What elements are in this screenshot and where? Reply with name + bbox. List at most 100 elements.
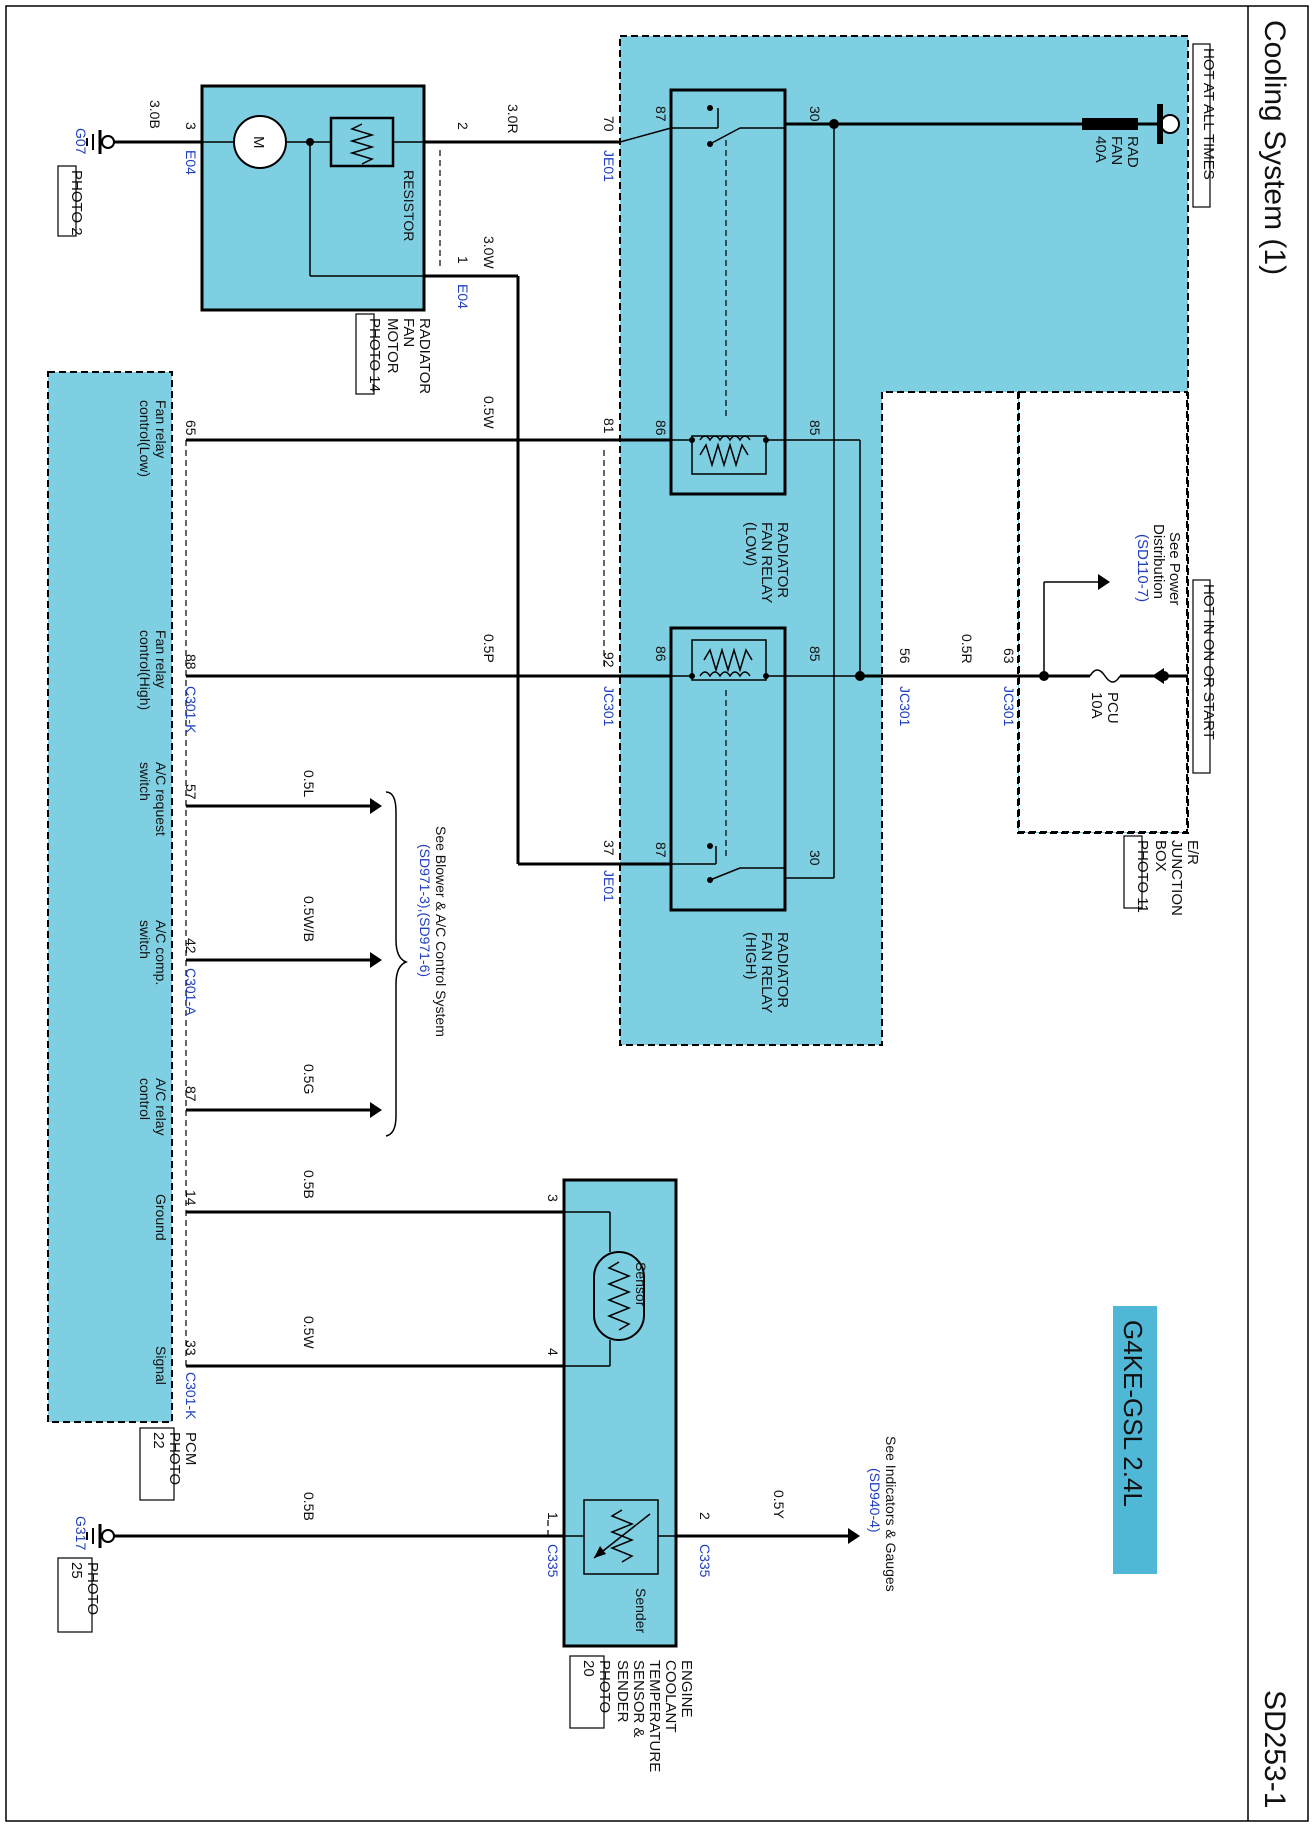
pcm-module <box>47 371 173 1423</box>
pcm-pin-14: 14 <box>183 1190 199 1206</box>
wire-05y: 0.5Y <box>771 1490 787 1519</box>
motor-symbol: M <box>250 136 267 149</box>
ground-g317-label: G317 <box>73 1516 89 1550</box>
hot-at-all-times-label: HOT AT ALL TIMES <box>1200 48 1217 180</box>
see-indicators: See Indicators & Gauges <box>883 1436 899 1592</box>
jbox-label-3: BOX <box>1152 840 1169 872</box>
motor-pin-1: 1 <box>455 256 471 264</box>
pcm-fan-high-2: control(High) <box>137 630 153 710</box>
relay-high-label-2: FAN RELAY <box>758 932 775 1013</box>
pin-jc-81: 81 <box>601 418 617 434</box>
connector-c301a: C301-A <box>183 968 199 1016</box>
pcm-pin-57: 57 <box>183 784 199 800</box>
ect-label-1: ENGINE <box>678 1660 695 1718</box>
see-power-1: See Power <box>1166 532 1183 605</box>
ground-g07-label: G07 <box>73 128 89 155</box>
page-title: Cooling System (1) <box>1258 20 1291 275</box>
connector-c335-1: C335 <box>545 1544 561 1578</box>
relay-low-pin-85: 85 <box>807 420 823 436</box>
relay-high-pin-86: 86 <box>653 646 669 662</box>
pcm-ac-req-2: switch <box>137 762 153 801</box>
relay-low-label-3: (LOW) <box>742 522 759 566</box>
relay-low-label-1: RADIATOR <box>774 522 791 598</box>
ect-pin-2: 2 <box>697 1512 713 1520</box>
ac-comp-arrow-icon <box>370 952 382 968</box>
pcm-ac-relay-2: control <box>137 1078 153 1120</box>
jbox-label-1: E/R <box>1184 840 1201 865</box>
ect-sensor-sender <box>562 1178 678 1648</box>
radiator-fan-relay-low <box>669 88 787 496</box>
relay-high-label-3: (HIGH) <box>742 932 759 980</box>
pcm-pin-87: 87 <box>183 1086 199 1102</box>
rad-fan-fuse-label-1: RAD <box>1124 136 1141 168</box>
wire-05r: 0.5R <box>959 634 975 664</box>
connector-je01-37: JE01 <box>601 870 617 902</box>
power-in-arrow-icon <box>1152 668 1164 684</box>
see-blower: See Blower & A/C Control System <box>433 826 449 1037</box>
pcm-ac-relay-1: A/C relay <box>153 1078 169 1136</box>
see-power-ref: (SD110-7) <box>1134 534 1151 602</box>
ect-pin-3: 3 <box>545 1194 561 1202</box>
page-code: SD253-1 <box>1258 1690 1291 1808</box>
wire-05b-b: 0.5B <box>301 1492 317 1521</box>
pcm-pin-42: 42 <box>183 938 199 954</box>
connector-e04-1: E04 <box>455 284 471 309</box>
wire-05g: 0.5G <box>301 1064 317 1094</box>
engine-badge <box>1113 1306 1157 1574</box>
rad-fan-fuse-label-2: FAN <box>1108 136 1125 165</box>
pin-je01-70: 70 <box>601 116 617 132</box>
page-frame <box>5 5 1309 1822</box>
sender-icon <box>583 1499 659 1575</box>
rad-fan-fuse-label-3: 40A <box>1092 136 1109 163</box>
hot-bus-terminal-icon <box>1160 114 1180 134</box>
relay-high-pin-30: 30 <box>807 850 823 866</box>
relay-low-pin-86: 86 <box>653 420 669 436</box>
wire-05p: 0.5P <box>481 634 497 663</box>
pcm-pin-33: 33 <box>183 1340 199 1356</box>
ect-label-4: SENSOR & <box>630 1660 647 1738</box>
pcm-photo-2: 22 <box>150 1432 167 1449</box>
radiator-fan-motor <box>200 84 426 312</box>
wire-05b-a: 0.5B <box>301 1170 317 1199</box>
pcm-fan-high-1: Fan relay <box>153 630 169 688</box>
relay-low-pin-87: 87 <box>653 106 669 122</box>
hot-in-on-label: HOT IN ON OR START <box>1200 584 1217 740</box>
pcm-ac-comp-1: A/C comp. <box>153 920 169 985</box>
wire-05w-b: 0.5W <box>301 1316 317 1349</box>
pcm-ground: Ground <box>153 1194 169 1241</box>
rad-fan-fuse-icon <box>1082 118 1138 130</box>
ac-brace <box>385 791 409 1137</box>
ect-label-5: SENDER <box>614 1660 631 1723</box>
see-blower-ref: (SD971-3),(SD971-6) <box>417 844 433 977</box>
radiator-fan-relay-high <box>669 626 787 912</box>
motor-label-1: RADIATOR <box>416 318 433 394</box>
wire-05wb: 0.5W/B <box>301 896 317 942</box>
wire-05l: 0.5L <box>301 770 317 797</box>
pcm-pin-65: 65 <box>183 420 199 436</box>
motor-label-3: MOTOR <box>384 318 401 374</box>
er-junction-box <box>619 35 1189 1046</box>
connector-e04-3: E04 <box>183 150 199 175</box>
ground-g317-icon <box>101 1529 115 1543</box>
pcm-ac-comp-2: switch <box>137 920 153 959</box>
motor-label-2: FAN <box>400 318 417 347</box>
pin-jc-92: 92 <box>601 652 617 668</box>
connector-jc301-92: JC301 <box>601 686 617 727</box>
pcm-pin-88: 88 <box>183 654 199 670</box>
connector-jc301-63: JC301 <box>1001 686 1017 727</box>
wire-30r: 3.0R <box>505 104 521 134</box>
power-dist-arrow-icon <box>1098 574 1110 590</box>
motor-pin-3: 3 <box>183 122 199 130</box>
indicators-arrow-icon <box>848 1528 860 1544</box>
ect-pin-4: 4 <box>545 1348 561 1356</box>
pin-jc301-63: 63 <box>1001 648 1017 664</box>
pin-je01-37: 37 <box>601 840 617 856</box>
connector-c301k-33: C301-K <box>183 1372 199 1420</box>
pcm-label: PCM <box>182 1432 199 1465</box>
ground-g07-icon <box>101 135 115 149</box>
pin-jc301-56: 56 <box>897 648 913 664</box>
ect-label-2: COOLANT <box>662 1660 679 1733</box>
sensor-label: Sensor <box>633 1262 649 1307</box>
pcm-fan-low-1: Fan relay <box>153 400 169 458</box>
